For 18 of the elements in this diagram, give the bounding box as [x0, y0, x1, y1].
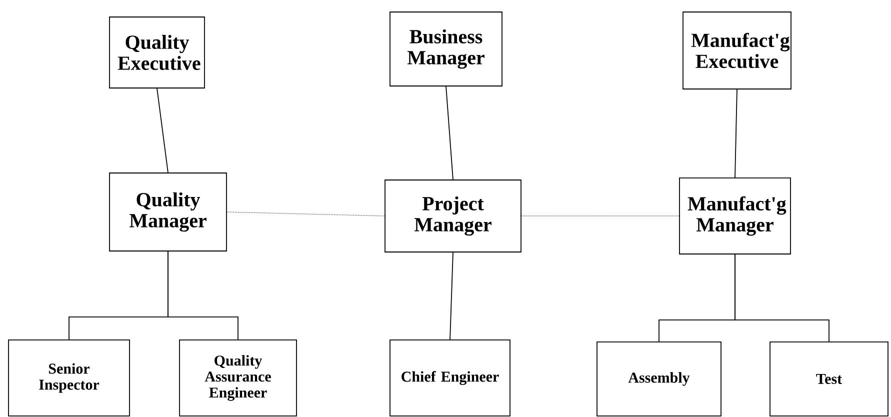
org-box: Senior Inspector [8, 340, 130, 416]
org-box: Quality Manager [109, 172, 227, 252]
org-box: Assembly [596, 342, 722, 416]
org-box: Quality Assurance Engineer [179, 340, 297, 416]
org-box: Quality Executive [109, 16, 205, 88]
connector-line [734, 89, 738, 178]
connector-line [156, 88, 168, 173]
org-box: Manufact'g Executive [682, 12, 792, 90]
org-box: Chief Engineer [390, 340, 510, 416]
connector-line [168, 251, 238, 340]
org-box: Test [770, 342, 888, 416]
connector-line [734, 254, 830, 342]
org-box: Project Manager [384, 180, 522, 252]
dotted-line [226, 212, 385, 216]
org-box: Business Manager [390, 12, 502, 86]
connector-line [450, 252, 454, 340]
connector-line [446, 86, 454, 180]
org-box: Manufact'g Manager [679, 178, 791, 254]
